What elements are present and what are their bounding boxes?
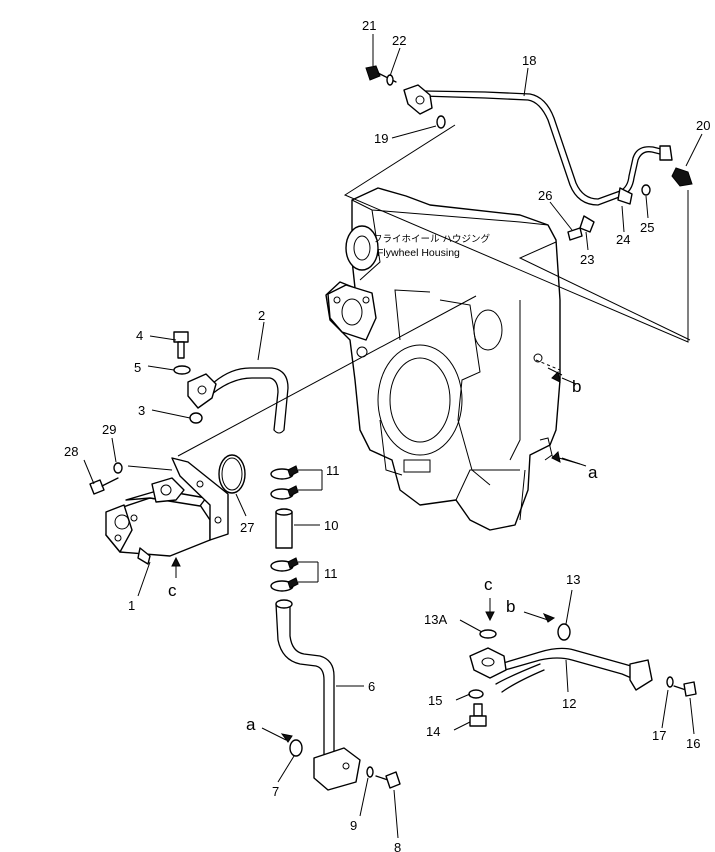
- reference-letters: b a c c b a: [168, 377, 598, 734]
- upper-oil-pipe: [403, 84, 673, 206]
- ref-c-pipe12: c: [484, 575, 493, 594]
- bolt-8: [375, 771, 401, 789]
- elbow-fitting-20: [671, 167, 693, 187]
- pipe-12: [469, 647, 653, 693]
- callout-3: 3: [138, 403, 145, 418]
- ref-c-pump: c: [168, 581, 177, 600]
- bolt-16: [673, 681, 697, 697]
- callout-6: 6: [368, 679, 375, 694]
- callout-17: 17: [652, 728, 666, 743]
- pipe-2: [187, 367, 289, 434]
- pump-assembly: [105, 457, 229, 565]
- callout-16: 16: [686, 736, 700, 751]
- callout-28: 28: [64, 444, 78, 459]
- callout-1: 1: [128, 598, 135, 613]
- callout-5: 5: [134, 360, 141, 375]
- callout-7: 7: [272, 784, 279, 799]
- flywheel-housing: [325, 187, 561, 531]
- callout-23: 23: [580, 252, 594, 267]
- callout-13a: 13A: [424, 612, 447, 627]
- hose-10: [275, 508, 293, 549]
- callout-15: 15: [428, 693, 442, 708]
- callout-4: 4: [136, 328, 143, 343]
- callout-11-upper: 11: [326, 463, 340, 478]
- callout-11-lower: 11: [324, 566, 338, 581]
- callout-14: 14: [426, 724, 440, 739]
- housing-label-en: Flywheel Housing: [377, 247, 460, 259]
- washer-15: [468, 689, 484, 699]
- pipe-6: [275, 599, 361, 791]
- hose-clamps-lower: [270, 557, 299, 592]
- callout-21: 21: [362, 18, 376, 33]
- bolt-26: [567, 227, 583, 241]
- clamp-24: [617, 187, 633, 205]
- callout-leaders: [83, 34, 703, 839]
- callout-19: 19: [374, 131, 388, 146]
- hose-clamps-upper: [270, 465, 299, 500]
- callout-26: 26: [538, 188, 552, 203]
- washer-25: [641, 184, 651, 196]
- washer-5: [173, 365, 191, 375]
- ref-b-pipe12: b: [506, 597, 515, 616]
- callout-29: 29: [102, 422, 116, 437]
- callout-20: 20: [696, 118, 710, 133]
- callout-numbers: 21 22 18 19 20 26 23 24 25 2 4 5 3 28 29…: [64, 18, 710, 852]
- washer-29: [113, 462, 123, 474]
- o-ring-3: [189, 412, 203, 424]
- ref-a-pipe6: a: [246, 715, 256, 734]
- housing-label-jp: フライホイール ハウジング: [373, 233, 491, 245]
- bolt-14: [469, 703, 487, 727]
- callout-25: 25: [640, 220, 654, 235]
- washer-17: [666, 676, 674, 688]
- reference-lines: [177, 124, 691, 521]
- callout-10: 10: [324, 518, 338, 533]
- callout-12: 12: [562, 696, 576, 711]
- reference-arrows: [171, 370, 587, 743]
- clamp-23: [579, 215, 595, 233]
- callout-22: 22: [392, 33, 406, 48]
- callout-9: 9: [350, 818, 357, 833]
- washer-22: [386, 74, 394, 86]
- callout-2: 2: [258, 308, 265, 323]
- o-ring-19: [436, 115, 446, 129]
- callout-18: 18: [522, 53, 536, 68]
- gasket-27: [218, 454, 246, 494]
- o-ring-7: [289, 739, 303, 757]
- washer-9: [366, 766, 374, 778]
- ref-a-housing: a: [588, 463, 598, 482]
- callout-8: 8: [394, 840, 401, 852]
- bolt-28: [89, 477, 119, 495]
- ref-b-housing: b: [572, 377, 581, 396]
- callout-24: 24: [616, 232, 630, 247]
- callout-13: 13: [566, 572, 580, 587]
- o-ring-13: [557, 623, 571, 641]
- o-ring-13a: [479, 629, 497, 639]
- bolt-4: [173, 331, 189, 359]
- callout-27: 27: [240, 520, 254, 535]
